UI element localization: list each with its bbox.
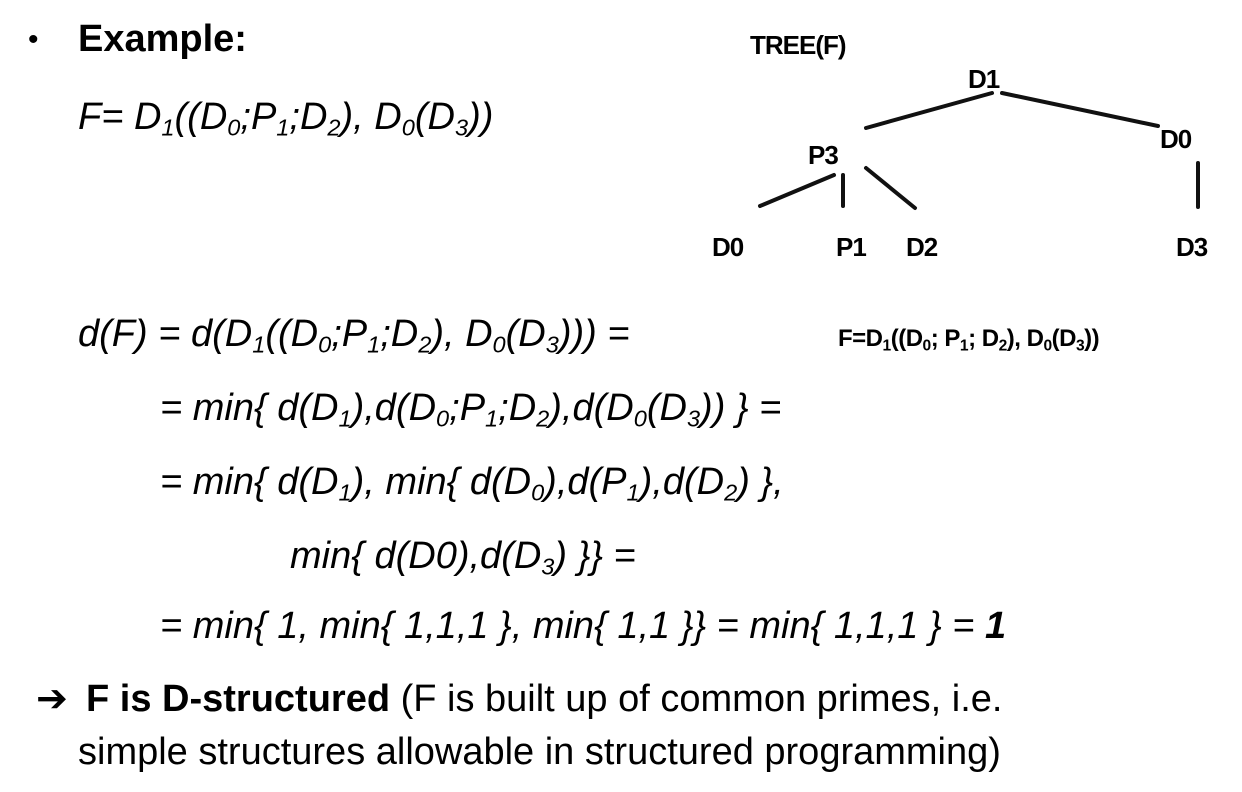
conclusion-line-2: simple structures allowable in structure… [78, 731, 1001, 773]
conclusion-line-1: ➔ F is D-structured (F is built up of com… [36, 677, 1002, 721]
tree-node-d3: D3 [1176, 232, 1208, 262]
example-title: Example: [78, 18, 247, 60]
tree-node-d0-left: D0 [712, 232, 744, 262]
main-formula: F= D1((D0;P1;D2), D0(D3)) [78, 96, 494, 141]
tree-node-d2: D2 [906, 232, 938, 262]
derivation-line-5: = min{ 1, min{ 1,1,1 }, min{ 1,1 }} = mi… [160, 605, 1007, 647]
tree-node-d0-right: D0 [1160, 124, 1192, 154]
edge-d1-p3 [864, 91, 994, 130]
edge-p3-d0 [758, 173, 836, 208]
conclusion-rest: (F is built up of common primes, i.e. [390, 678, 1003, 720]
derivation-line-1: d(F) = d(D1((D0;P1;D2), D0(D3))) = [78, 313, 630, 358]
derivation-line-3: = min{ d(D1), min{ d(D0),d(P1),d(D2) }, [160, 461, 784, 506]
tree-node-d1: D1 [968, 64, 1000, 94]
bullet: • [28, 23, 39, 56]
tree-title: TREE(F) [750, 30, 847, 60]
derivation-line-4: min{ d(D0),d(D3) }} = [290, 535, 636, 580]
arrow-icon: ➔ [36, 678, 68, 720]
tree-node-p3: P3 [808, 140, 839, 170]
tree-formula-caption: F=D1((D0; P1; D2), D0(D3)) [838, 325, 1100, 355]
edge-d1-d0 [1000, 91, 1160, 128]
conclusion-bold: F is D-structured [86, 678, 391, 720]
derivation-line-2: = min{ d(D1),d(D0;P1;D2),d(D0(D3)) } = [160, 387, 782, 432]
edge-p3-d2 [864, 166, 917, 210]
tree-node-p1: P1 [836, 232, 867, 262]
